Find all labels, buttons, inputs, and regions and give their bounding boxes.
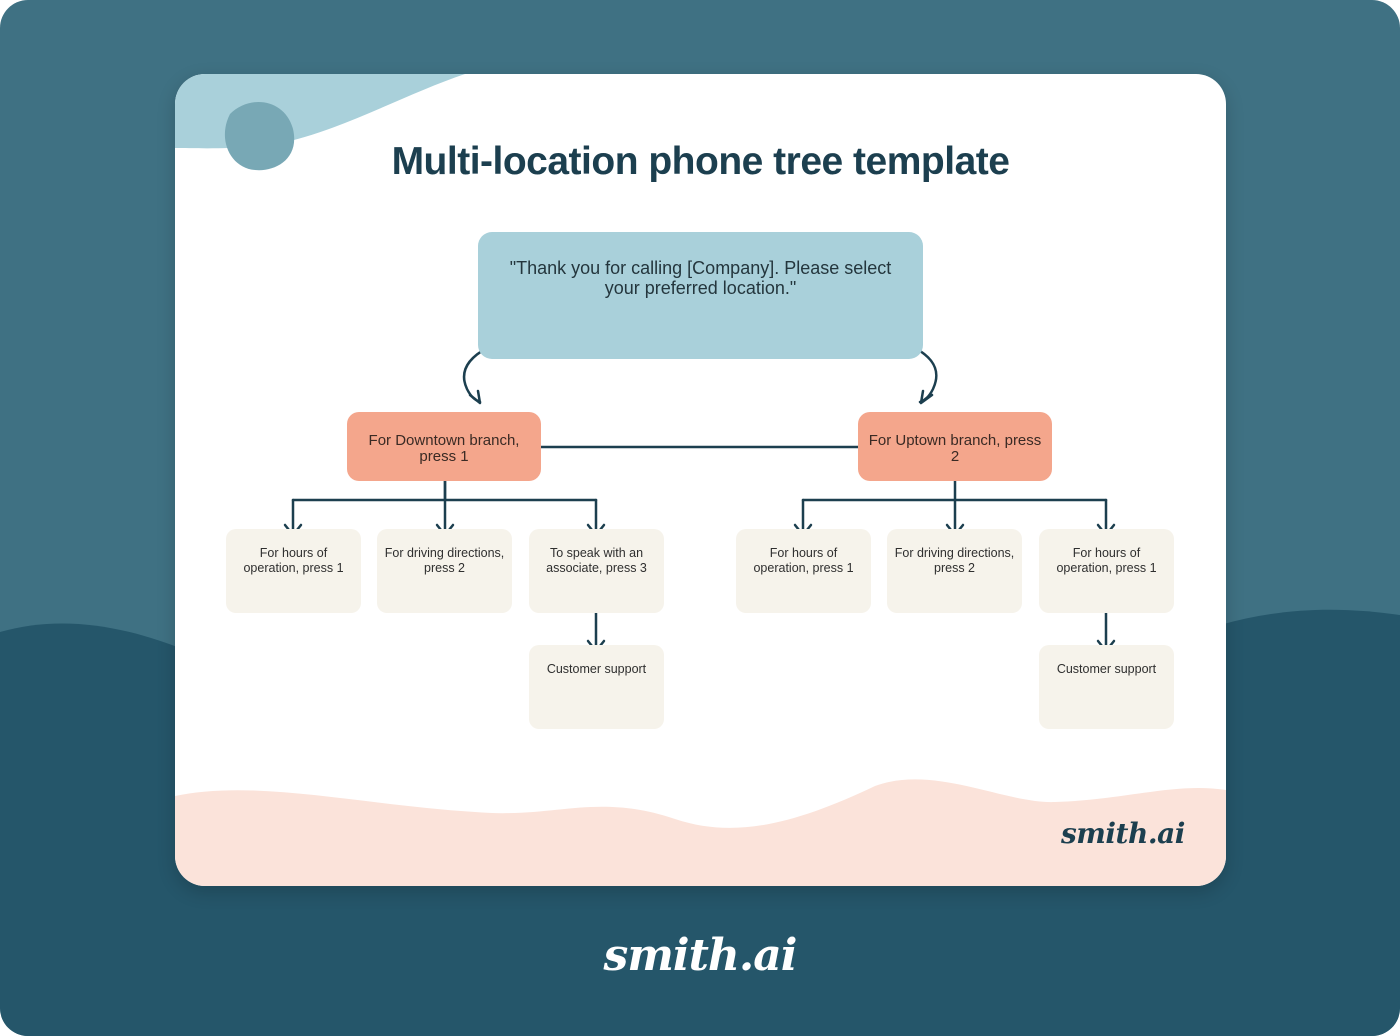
template-card: Multi-location phone tree template <box>175 74 1226 886</box>
uptown-option-hours-2: For hours of operation, press 1 <box>1039 529 1174 613</box>
card-decoration <box>175 74 1226 886</box>
greeting-prompt-box: "Thank you for calling [Company]. Please… <box>478 232 923 359</box>
footer-logo: smith.ai <box>603 930 798 981</box>
uptown-option-directions: For driving directions, press 2 <box>887 529 1022 613</box>
branch-uptown-box: For Uptown branch, press 2 <box>858 412 1052 481</box>
uptown-customer-support: Customer support <box>1039 645 1174 729</box>
diagram-title: Multi-location phone tree template <box>391 140 1010 183</box>
uptown-option-hours: For hours of operation, press 1 <box>736 529 871 613</box>
branch-downtown-box: For Downtown branch, press 1 <box>347 412 541 481</box>
card-logo: smith.ai <box>1061 817 1185 850</box>
downtown-option-hours: For hours of operation, press 1 <box>226 529 361 613</box>
downtown-option-associate: To speak with an associate, press 3 <box>529 529 664 613</box>
downtown-customer-support: Customer support <box>529 645 664 729</box>
downtown-option-directions: For driving directions, press 2 <box>377 529 512 613</box>
